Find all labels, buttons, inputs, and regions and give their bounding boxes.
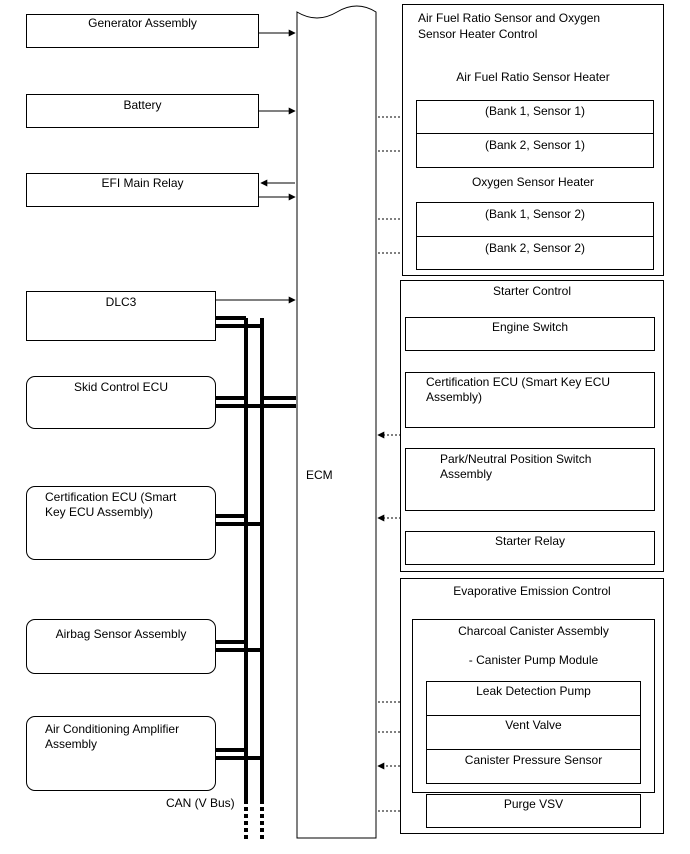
o2-b2s2-label: (Bank 2, Sensor 2) — [484, 241, 586, 255]
generator-assembly-box: Generator Assembly — [26, 14, 259, 48]
canister-pressure-sensor-box: Canister Pressure Sensor — [426, 749, 641, 784]
skid-control-ecu-box: Skid Control ECU — [26, 376, 216, 429]
evap-group-title: Evaporative Emission Control — [453, 584, 611, 598]
certification-ecu-label-line1: Certification ECU (Smart — [45, 490, 177, 504]
vent-valve-label: Vent Valve — [505, 718, 562, 732]
airbag-sensor-label: Airbag Sensor Assembly — [55, 627, 187, 641]
certification-ecu-label-line2: Key ECU Assembly) — [45, 505, 154, 519]
canister-pump-module-label: - Canister Pump Module — [468, 653, 599, 667]
ecm-label: ECM — [306, 468, 333, 482]
charcoal-canister-label: Charcoal Canister Assembly — [458, 624, 609, 638]
o2-heater-label: Oxygen Sensor Heater — [471, 175, 595, 189]
ac-amplifier-box: Air Conditioning Amplifier Assembly — [26, 716, 216, 791]
starter-group-title: Starter Control — [492, 284, 572, 298]
ac-amplifier-label-line2: Assembly — [45, 737, 98, 751]
engine-switch-box: Engine Switch — [405, 317, 655, 351]
ac-amplifier-label-line1: Air Conditioning Amplifier — [45, 722, 180, 736]
battery-box: Battery — [26, 94, 259, 128]
pnp-switch-label-line2: Assembly — [440, 467, 493, 481]
efi-main-relay-label: EFI Main Relay — [101, 176, 184, 190]
purge-vsv-box: Purge VSV — [426, 794, 641, 828]
starter-cert-ecu-box: Certification ECU (Smart Key ECU Assembl… — [405, 372, 655, 428]
certification-ecu-box: Certification ECU (Smart Key ECU Assembl… — [26, 486, 216, 560]
starter-relay-box: Starter Relay — [405, 531, 655, 565]
starter-relay-label: Starter Relay — [494, 534, 566, 548]
efi-main-relay-box: EFI Main Relay — [26, 173, 259, 207]
o2-b1s2-label: (Bank 1, Sensor 2) — [484, 207, 586, 221]
af-heater-label: Air Fuel Ratio Sensor Heater — [456, 70, 610, 84]
engine-switch-label: Engine Switch — [491, 320, 569, 334]
skid-control-ecu-label: Skid Control ECU — [73, 380, 169, 394]
o2-b2s2-box: (Bank 2, Sensor 2) — [416, 236, 654, 270]
starter-cert-ecu-label-line1: Certification ECU (Smart Key ECU — [426, 375, 611, 389]
af-b2s1-label: (Bank 2, Sensor 1) — [484, 138, 586, 152]
canister-pressure-sensor-label: Canister Pressure Sensor — [464, 753, 603, 767]
af-group-title-line1: Air Fuel Ratio Sensor and Oxygen — [418, 11, 601, 25]
af-group-title-line2: Sensor Heater Control — [418, 27, 538, 41]
can-bus — [216, 316, 296, 840]
purge-vsv-label: Purge VSV — [503, 797, 564, 811]
af-b1s1-label: (Bank 1, Sensor 1) — [484, 104, 586, 118]
dlc3-box: DLC3 — [26, 291, 216, 341]
o2-b1s2-box: (Bank 1, Sensor 2) — [416, 202, 654, 237]
can-bus-label: CAN (V Bus) — [166, 796, 235, 810]
vent-valve-box: Vent Valve — [426, 715, 641, 750]
pnp-switch-box: Park/Neutral Position Switch Assembly — [405, 448, 655, 511]
ecm-body — [296, 5, 377, 839]
leak-detection-pump-label: Leak Detection Pump — [476, 684, 591, 698]
generator-assembly-label: Generator Assembly — [88, 16, 197, 30]
starter-cert-ecu-label-line2: Assembly) — [426, 390, 483, 404]
pnp-switch-label-line1: Park/Neutral Position Switch — [440, 452, 592, 466]
airbag-sensor-box: Airbag Sensor Assembly — [26, 619, 216, 674]
leak-detection-pump-box: Leak Detection Pump — [426, 681, 641, 716]
af-b2s1-box: (Bank 2, Sensor 1) — [416, 133, 654, 168]
battery-label: Battery — [123, 98, 162, 112]
dlc3-label: DLC3 — [105, 295, 137, 309]
af-b1s1-box: (Bank 1, Sensor 1) — [416, 100, 654, 134]
